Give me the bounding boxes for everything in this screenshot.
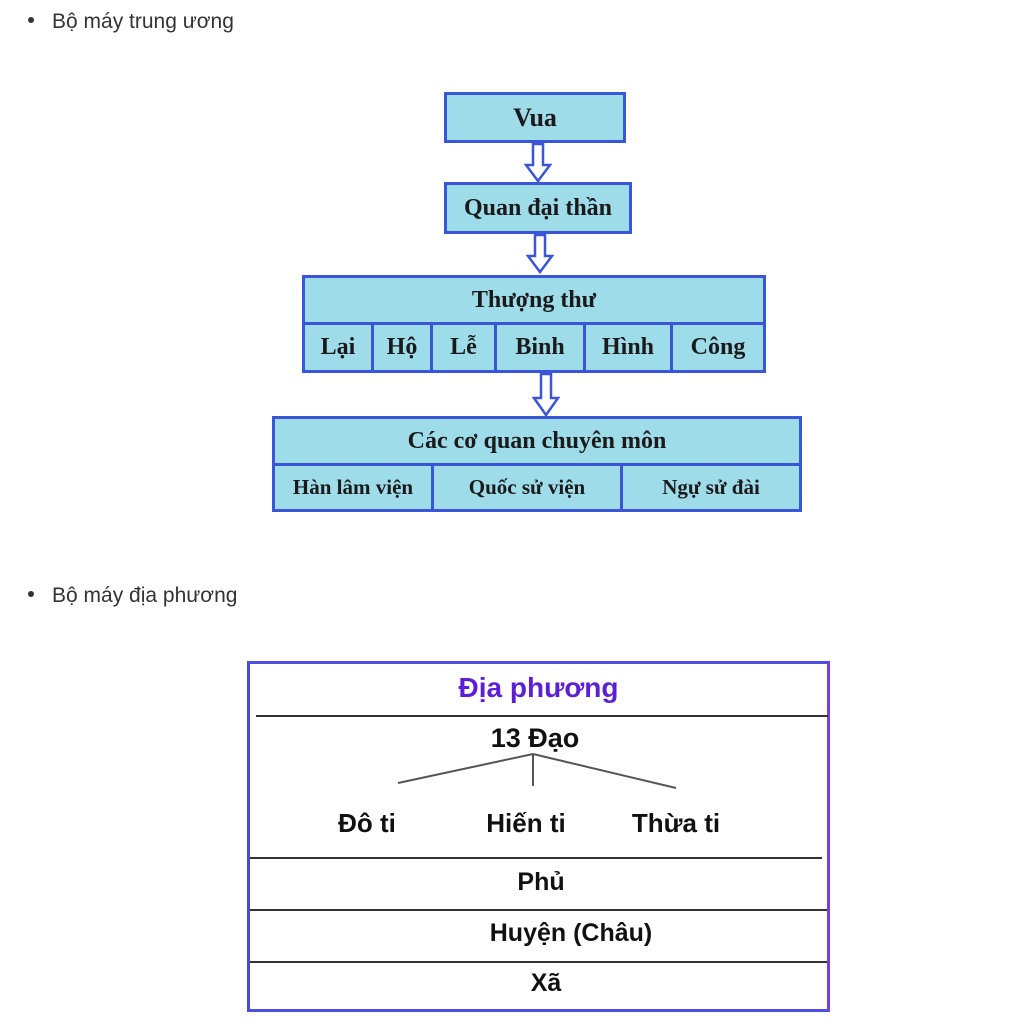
local-title: Địa phương — [458, 672, 619, 703]
office-do-ti: Đô ti — [338, 808, 396, 838]
agency-cell: Hàn lâm viện — [275, 466, 434, 509]
ministry-label: Binh — [515, 334, 565, 360]
local-dao: 13 Đạo — [490, 723, 580, 753]
local-xa: Xã — [530, 969, 562, 997]
box-agencies-title: Các cơ quan chuyên môn — [272, 416, 802, 466]
bullet-dot-icon — [28, 17, 34, 24]
divider-huyen — [250, 909, 827, 911]
ministry-cell: Công — [673, 325, 763, 370]
divider-xa — [250, 961, 827, 963]
arrow-down-icon — [532, 373, 560, 417]
row-agencies: Hàn lâm viện Quốc sử viện Ngự sử đài — [272, 463, 802, 512]
local-phu: Phủ — [517, 868, 565, 896]
ministry-label: Lễ — [450, 334, 477, 360]
ministry-cell: Lễ — [433, 325, 497, 370]
ministry-label: Lại — [320, 334, 356, 360]
ministry-cell: Hình — [586, 325, 673, 370]
agency-label: Quốc sử viện — [468, 475, 586, 499]
office-hien-ti: Hiến ti — [486, 808, 566, 838]
tree-connector — [397, 753, 677, 789]
box-shang-shu-label: Thượng thư — [471, 286, 597, 313]
bullet-local-label: Bộ máy địa phương — [52, 584, 238, 607]
bullet-central: Bộ máy trung ương — [28, 10, 234, 34]
ministry-cell: Hộ — [374, 325, 433, 370]
divider-title — [256, 715, 828, 717]
divider-phu — [250, 857, 822, 859]
bullet-local: Bộ máy địa phương — [28, 584, 237, 608]
arrow-down-icon — [526, 234, 554, 274]
agency-label: Hàn lâm viện — [292, 475, 414, 499]
local-huyen: Huyện (Châu) — [489, 919, 653, 947]
box-grand-minister: Quan đại thần — [444, 182, 632, 234]
box-shang-shu: Thượng thư — [302, 275, 766, 325]
office-thua-ti: Thừa ti — [631, 808, 721, 838]
ministry-cell: Lại — [305, 325, 374, 370]
box-agencies-title-label: Các cơ quan chuyên môn — [407, 427, 667, 454]
box-king-label: Vua — [513, 102, 557, 132]
ministry-label: Công — [690, 334, 746, 360]
ministry-label: Hộ — [386, 334, 418, 360]
bullet-dot-icon — [28, 591, 34, 598]
box-grand-minister-label: Quan đại thần — [463, 194, 613, 221]
ministry-cell: Binh — [497, 325, 586, 370]
box-king: Vua — [444, 92, 626, 143]
ministry-label: Hình — [601, 334, 655, 360]
bullet-central-label: Bộ máy trung ương — [52, 10, 234, 33]
row-ministries: Lại Hộ Lễ Binh Hình Công — [302, 322, 766, 373]
agency-cell: Ngự sử đài — [623, 466, 799, 509]
arrow-down-icon — [524, 143, 552, 183]
agency-label: Ngự sử đài — [662, 475, 760, 499]
local-table: Địa phương 13 Đạo Đô ti Hiến ti Thừa ti … — [247, 661, 830, 1012]
agency-cell: Quốc sử viện — [434, 466, 623, 509]
